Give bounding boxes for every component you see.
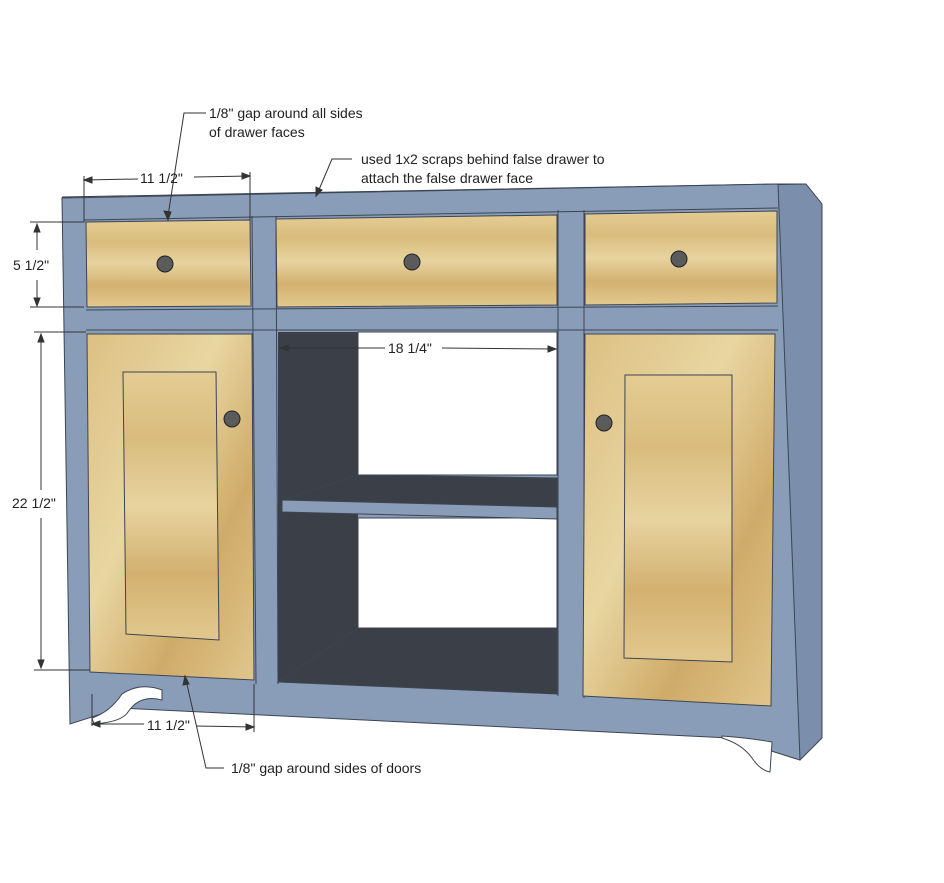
dim-drawer-height: 5 1/2" [13,257,49,273]
shelf-front [281,499,558,520]
door-left [86,333,255,681]
dim-door-height: 22 1/2" [12,495,56,511]
center-opening-back [357,331,558,476]
door-left-panel [122,371,220,641]
drawer-left [85,219,252,308]
knob-icon [156,255,174,273]
drawer-center [275,214,558,308]
dim-drawer-width: 11 1/2" [140,170,183,186]
mid-rail-line-top [85,305,779,311]
drawer-right [584,210,778,306]
dim-opening-width: 18 1/4" [388,340,432,356]
door-right [582,333,776,707]
knob-icon [403,253,421,271]
scraps-note-line1: used 1x2 scraps behind false drawer to [361,151,605,167]
knob-icon [595,414,613,432]
left-stile-line-b [275,215,279,685]
door-gap-note: 1/8" gap around sides of doors [231,760,421,776]
dimension-lines [30,112,558,769]
knob-icon [223,410,241,428]
left-stile-line-a [251,215,257,685]
drawer-gap-note-line2: of drawer faces [209,124,305,140]
dim-door-width: 11 1/2" [147,717,190,733]
bottom-apron-right-cutout [721,735,773,773]
center-opening-lower-back [357,517,558,629]
top-rail-line [83,207,779,221]
bottom-apron-left-cutout [91,686,163,725]
drawer-gap-note-line1: 1/8" gap around all sides [209,105,363,121]
door-right-panel [623,374,733,663]
center-floor [276,627,558,695]
knob-icon [670,250,688,268]
scraps-note-line2: attach the false drawer face [361,170,533,186]
